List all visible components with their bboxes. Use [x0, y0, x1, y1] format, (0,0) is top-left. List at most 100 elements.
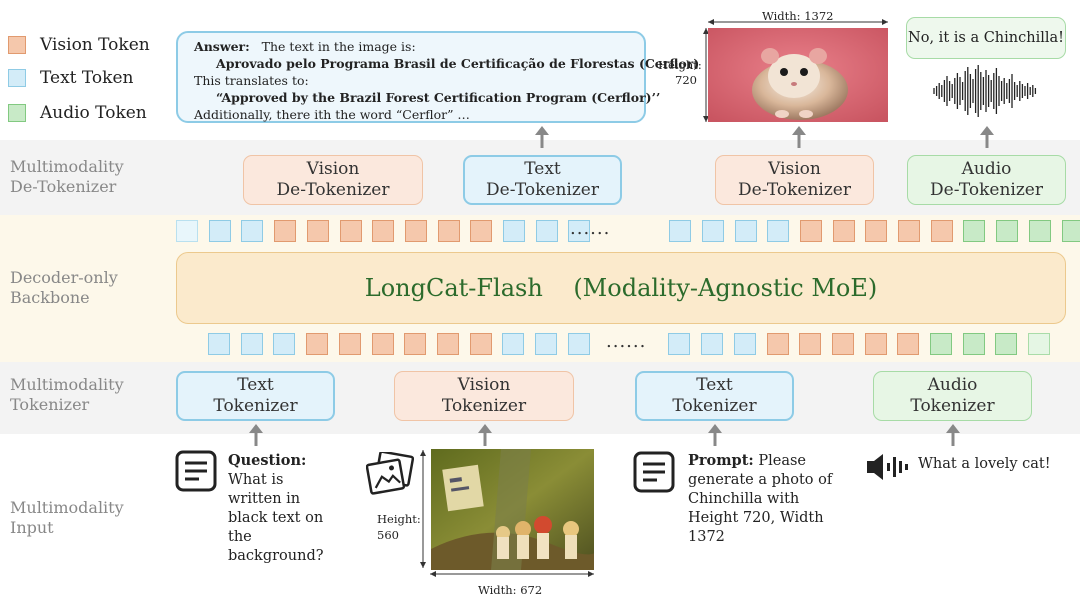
text-token [241, 220, 264, 242]
vision-token [306, 220, 329, 242]
answer-intro: The text in the image is: [261, 39, 416, 54]
question-text: What is written in black text on the bac… [228, 472, 324, 564]
image-icon [366, 452, 414, 495]
text-token [502, 333, 525, 355]
layer-label-backbone: Decoder-only Backbone [10, 268, 118, 307]
legend-audio: Audio Token [8, 102, 147, 124]
detokenizer-line1: Audio [961, 159, 1012, 179]
arrow-up-icon [792, 126, 806, 148]
audio-token [996, 220, 1019, 242]
answer-translation: “Approved by the Brazil Forest Certifica… [216, 90, 661, 105]
tokenizer-line2: Tokenizer [910, 396, 995, 416]
audio-token [962, 333, 985, 355]
answer-label: Answer: [194, 39, 250, 54]
text-token [535, 333, 557, 355]
detokenizer-line2: De-Tokenizer [738, 180, 851, 200]
detokenizer-line1: Vision [768, 159, 821, 179]
output-image-width-label: Width: 1372 [762, 9, 834, 23]
arrow-up-icon [535, 126, 549, 148]
detokenizer-line1: Vision [306, 159, 360, 179]
prompt-block: Prompt: Please generate a photo of Chinc… [688, 451, 838, 547]
tokenizer-line2: Tokenizer [441, 396, 527, 416]
text-token [208, 333, 230, 355]
question-label: Question: [228, 452, 307, 469]
backbone-name: LongCat-Flash [364, 274, 543, 302]
audio-token-swatch [8, 104, 26, 122]
text-token [273, 333, 296, 355]
vision-token [766, 333, 789, 355]
text-token [701, 333, 724, 355]
hamster-photo [708, 28, 888, 122]
vision-token [865, 220, 888, 242]
answer-output-box: Answer: The text in the image is: Aprova… [176, 31, 699, 123]
detokenizer-line1: Text [524, 159, 561, 179]
vision-token [306, 333, 329, 355]
text-token [176, 220, 198, 242]
tokenizer-line1: Text [696, 375, 733, 395]
input-token-ellipsis: ...... [606, 331, 647, 352]
vision-token [404, 333, 427, 355]
answer-additional: Additionally, there ith the word “Cerflo… [194, 107, 470, 122]
text-token [568, 220, 591, 242]
text-token [767, 220, 790, 242]
text-token [240, 333, 263, 355]
audio-token [1028, 220, 1051, 242]
tokenizer-line2: Tokenizer [672, 396, 757, 416]
input-image-width-label: Width: 672 [478, 583, 543, 597]
vision-token-swatch [8, 36, 26, 54]
layer-label-input: Multimodality Input [10, 498, 124, 537]
output-token-ellipsis: ...... [570, 218, 611, 239]
legend-vision: Vision Token [8, 34, 150, 56]
backbone-detail: (Modality-Agnostic MoE) [573, 274, 878, 302]
text-token [567, 333, 590, 355]
arrow-up-icon [980, 126, 994, 148]
text-token [668, 333, 691, 355]
text-token [734, 220, 757, 242]
vision-token [831, 333, 854, 355]
question-block: Question: What is written in black text … [228, 451, 324, 566]
prompt-label: Prompt: [688, 452, 754, 469]
text-token [701, 220, 724, 242]
input-image-dimension-lines [420, 450, 594, 577]
vision-token [437, 220, 460, 242]
vision-token [832, 220, 855, 242]
tokenizer-line1: Text [237, 375, 274, 395]
legend-label-text: Text Token [40, 68, 134, 88]
vision-token [799, 220, 822, 242]
vision-token [930, 220, 953, 242]
vision-token [470, 220, 493, 242]
layer-label-detokenizer: Multimodality De-Tokenizer [10, 157, 124, 196]
arrow-up-icon [946, 424, 960, 446]
tokenizer-line2: Tokenizer [213, 396, 298, 416]
prompt-text: Please generate a photo of Chinchilla wi… [688, 453, 833, 545]
waveform-icon [933, 65, 1037, 117]
input-image-height-label: Height: [377, 512, 421, 526]
vision-token [371, 333, 394, 355]
legend-text: Text Token [8, 67, 133, 89]
detokenizer-line2: De-Tokenizer [930, 180, 1043, 200]
audio-reply-box: No, it is a Chinchilla! [906, 17, 1066, 59]
document-icon [175, 450, 217, 492]
output-image-dimension-lines [703, 19, 888, 122]
vision-token [898, 220, 920, 242]
audio-token [995, 333, 1018, 355]
text-token-swatch [8, 69, 26, 87]
vision-token [404, 220, 427, 242]
audio-token [1028, 333, 1051, 355]
input-image-height-value: 560 [377, 528, 399, 542]
text-token [208, 220, 231, 242]
text-token [733, 333, 756, 355]
tokenizer-line1: Vision [457, 375, 511, 395]
audio-input-text: What a lovely cat! [918, 456, 1051, 472]
vision-token [469, 333, 492, 355]
vision-token [799, 333, 822, 355]
detokenizer-line2: De-Tokenizer [276, 180, 390, 200]
document-icon [633, 451, 675, 493]
vision-token [436, 333, 459, 355]
